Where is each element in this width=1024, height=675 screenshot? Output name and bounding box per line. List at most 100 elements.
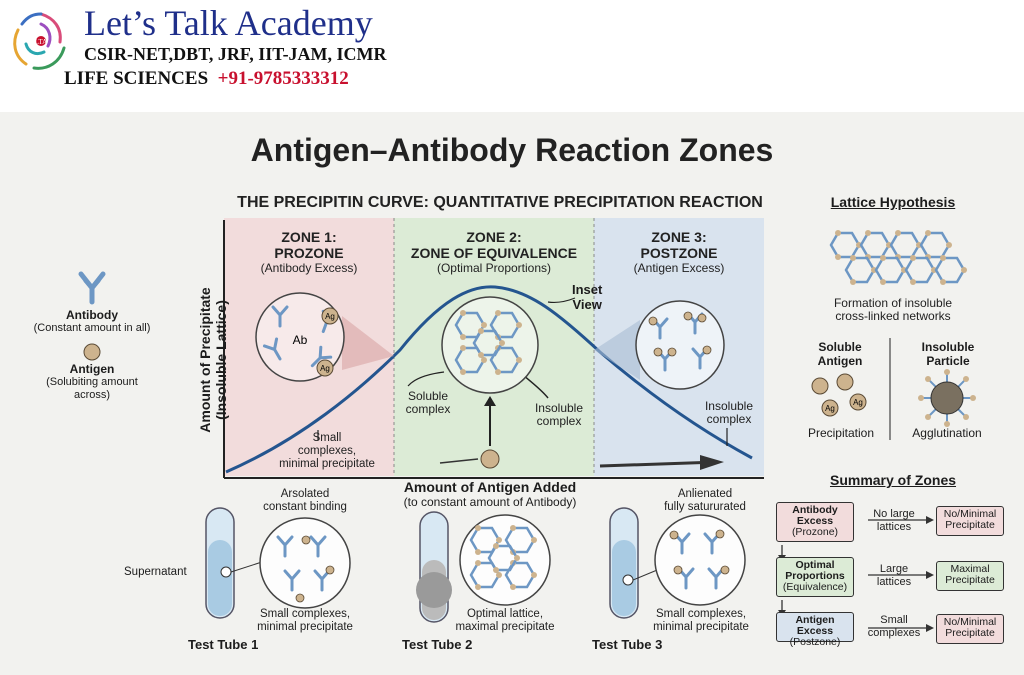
diagram-subtitle: THE PRECIPITIN CURVE: QUANTITATIVE PRECI…: [237, 194, 763, 211]
equivalence-inset-circle: [441, 296, 539, 394]
test-tube-3: [609, 507, 746, 619]
lattice-desc-2: cross-linked networks: [835, 309, 951, 323]
sum-0-res-2: Precipitate: [945, 519, 995, 531]
academy-title: Let’s Talk Academy: [84, 3, 373, 43]
soluble-antigen-title: Soluble Antigen: [800, 340, 880, 368]
tube-3-bottom-1: Small complexes,: [655, 608, 747, 620]
zone-3-name: POSTZONE: [640, 245, 718, 261]
insoluble3-note-1: Insoluble: [704, 399, 754, 413]
small-note-3: minimal precipitate: [279, 458, 375, 470]
tube-2-bottom-2: maximal precipitate: [455, 621, 555, 633]
sum-1-zone-1: Optimal: [795, 559, 835, 571]
soluble-pointer: [407, 371, 445, 387]
tube-1-bottom-note: Small complexes, minimal precipitate: [240, 608, 370, 634]
soluble-complex-note: Soluble complex: [398, 390, 458, 416]
x-axis-label: Amount of Antigen Added (to constant amo…: [370, 479, 610, 509]
tube-2-bottom-1: Optimal lattice,: [466, 608, 544, 620]
soluble-1: Soluble: [818, 340, 862, 354]
small-complex-note: Small complexes, minimal precipitate: [262, 432, 392, 471]
precipitation-label: Precipitation: [807, 426, 875, 440]
sum-0-res-1: No/Minimal: [943, 508, 997, 520]
inset-view-1: Inset: [572, 282, 603, 297]
tube-1-label: Test Tube 1: [188, 637, 259, 652]
zone-1-name: PROZONE: [274, 245, 344, 261]
test-tube-1: [205, 507, 351, 619]
lattice-title: Lattice Hypothesis: [830, 194, 956, 210]
soluble-ag-label-1: Ag: [825, 404, 835, 413]
postzone-insoluble-note: Insoluble complex: [694, 400, 764, 426]
insoluble-1: Insoluble: [921, 340, 975, 354]
sum-2-zone-3: (Postzone): [789, 636, 841, 648]
sum-0-zone-1: Antibody: [792, 504, 838, 516]
postzone-inset-circle: [635, 300, 725, 390]
antigen-arrow-head: [700, 455, 724, 470]
summary-zone-postzone: Antigen Excess (Postzone): [776, 612, 854, 648]
tube-2-label: Test Tube 2: [402, 637, 473, 652]
supernatant-label: Supernatant: [124, 566, 187, 578]
tube-1-bottom-1: Small complexes,: [259, 608, 351, 620]
zone-3-number: ZONE 3:: [651, 229, 707, 245]
insoluble-note-1: Insoluble: [534, 401, 584, 415]
summary-title: Summary of Zones: [829, 472, 957, 488]
precipitin-curve: [225, 285, 753, 474]
inset-pointer: [547, 297, 576, 303]
legend-antigen-desc-1: (Solubiting amount: [46, 376, 138, 388]
sum-0-zone-2: Excess: [796, 515, 834, 527]
soluble-2: Antigen: [817, 354, 863, 368]
inset-view-label: Inset View: [572, 282, 602, 312]
sum-1-zone-2: Proportions: [785, 570, 845, 582]
exam-list: CSIR-NET,DBT, JRF, IIT-JAM, ICMR: [84, 44, 387, 64]
soluble-note-1: Soluble: [407, 389, 449, 403]
tube-3-top-note: Anlienated fully satururated: [640, 488, 770, 514]
tube-1-top-note: Arsolated constant binding: [240, 488, 370, 514]
subject-label: LIFE SCIENCES: [64, 68, 209, 89]
sum-2-mid-2: complexes: [867, 627, 921, 639]
sum-2-zone-1: Antigen Excess: [795, 614, 835, 637]
logo-text: LTA: [35, 38, 47, 46]
zone-3-desc: (Antigen Excess): [633, 261, 725, 275]
zone-2-desc: (Optimal Proportions): [436, 261, 552, 275]
summary-zone-equivalence: Optimal Proportions (Equivalence): [776, 557, 854, 597]
test-tube-2: [416, 511, 551, 623]
legend-antigen-desc-2: across): [73, 389, 111, 401]
agglutination-label: Agglutination: [912, 426, 982, 440]
legend-antibody-desc: (Constant amount in all): [33, 322, 151, 334]
lattice-desc-1: Formation of insoluble: [833, 296, 953, 310]
insoluble-note-2: complex: [536, 414, 582, 428]
x-axis-subtitle: (to constant amount of Antibody): [403, 495, 577, 509]
legend-antibody-title: Antibody: [66, 308, 118, 322]
sum-0-zone-3: (Prozone): [791, 526, 839, 538]
tube-1-top-1: Arsolated: [280, 488, 330, 500]
diagram-title: Antigen–Antibody Reaction Zones: [250, 132, 774, 168]
insoluble-particle-icon: [918, 369, 976, 427]
sum-1-mid-2: lattices: [876, 576, 912, 588]
antigen-arrow-shaft: [599, 460, 719, 468]
contact-line: LIFE SCIENCES +91-9785333312: [64, 68, 349, 90]
zone-2-name: ZONE OF EQUIVALENCE: [410, 245, 578, 261]
ag-arrow: [439, 458, 479, 464]
ag-label-2: Ag: [320, 364, 330, 373]
phone-number: +91-9785333312: [217, 68, 349, 89]
inset-view-2: View: [572, 297, 602, 312]
y-axis-label: Amount of Precipitate (Insoluble Lattice…: [197, 260, 231, 460]
y-axis-title: Amount of Precipitate: [197, 287, 213, 433]
legend-antibody: Antibody (Constant amount in all): [20, 308, 164, 334]
insoluble-particle-title: Insoluble Particle: [908, 340, 988, 368]
zone-2-number: ZONE 2:: [466, 229, 522, 245]
zone-1-header: ZONE 1: PROZONE (Antibody Excess): [224, 229, 394, 275]
tube-3-label: Test Tube 3: [592, 637, 663, 652]
sum-1-res-1: Maximal: [950, 563, 990, 575]
lattice-network-graphic: [829, 228, 969, 287]
legend-antigen: Antigen (Solubiting amount across): [20, 363, 164, 402]
soluble-ag-label-2: Ag: [853, 398, 863, 407]
soluble-note-2: complex: [405, 402, 451, 416]
sum-2-mid-1: Small: [880, 614, 908, 626]
insoluble3-note-2: complex: [706, 412, 752, 426]
zone-2-header: ZONE 2: ZONE OF EQUIVALENCE (Optimal Pro…: [394, 229, 594, 275]
ab-label: Ab: [293, 333, 308, 347]
sum-0-mid-2: lattices: [876, 521, 912, 533]
insoluble-2: Particle: [926, 354, 970, 368]
legend-antigen-title: Antigen: [69, 362, 115, 376]
ag-marker: [480, 449, 500, 469]
